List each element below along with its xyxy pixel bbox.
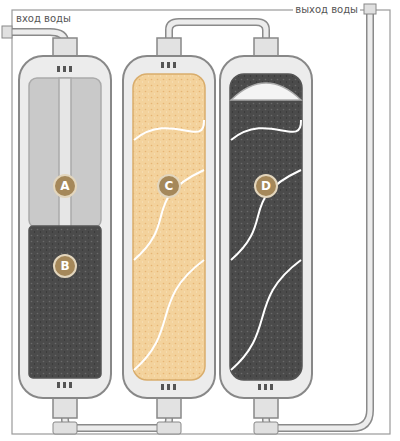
callout-letter: C xyxy=(165,180,174,192)
callout-circle: D xyxy=(254,174,278,198)
callout-circle: B xyxy=(53,254,77,278)
callout-letter: B xyxy=(60,260,69,272)
flow-label: вход воды xyxy=(14,13,73,24)
callout-letter: A xyxy=(60,180,69,192)
callout-letter: D xyxy=(261,180,271,192)
callout-circle: C xyxy=(157,174,181,198)
flow-label: выход воды xyxy=(293,4,360,15)
callout-circle: A xyxy=(53,174,77,198)
